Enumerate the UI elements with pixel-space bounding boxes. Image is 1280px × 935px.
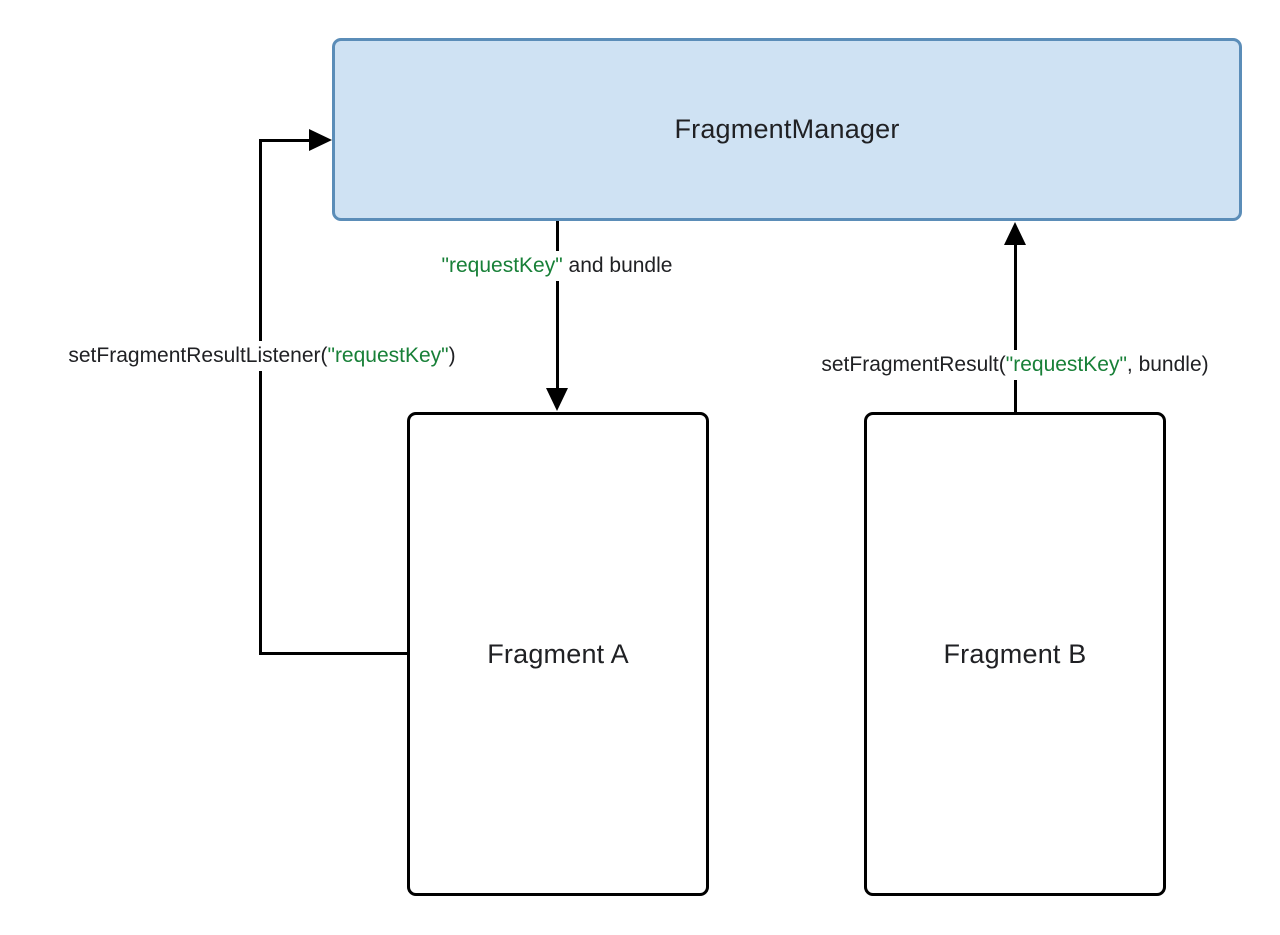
fragment-b-label: Fragment B (943, 638, 1087, 669)
connector-fragment-a-to-manager-bottom-segment (259, 652, 409, 655)
node-fragment-manager: FragmentManager (332, 38, 1242, 221)
deliver-rest-text: and bundle (562, 254, 673, 277)
node-fragment-b: Fragment B (864, 412, 1166, 896)
node-fragment-a: Fragment A (407, 412, 709, 896)
connector-fragment-a-to-manager-vertical-segment (259, 139, 262, 655)
listener-call-suffix: ) (448, 344, 456, 367)
deliver-request-key: "requestKey" (441, 254, 563, 277)
fragment-manager-label: FragmentManager (674, 114, 900, 144)
edge-label-set-fragment-result-listener: setFragmentResultListener("requestKey") (62, 341, 462, 371)
listener-call-prefix: setFragmentResultListener( (68, 344, 328, 367)
arrowhead-up-into-fragment-manager-icon (1004, 222, 1026, 245)
set-result-call-suffix: , bundle) (1126, 353, 1209, 376)
connector-fragment-b-to-manager (1014, 243, 1017, 413)
arrowhead-into-fragment-a-icon (546, 388, 568, 411)
fragment-a-label: Fragment A (487, 638, 629, 669)
listener-request-key: "requestKey" (327, 344, 449, 367)
set-result-call-prefix: setFragmentResult( (821, 353, 1006, 376)
arrowhead-into-fragment-manager-icon (309, 129, 332, 151)
connector-fragment-a-to-manager-top-segment (259, 139, 312, 142)
set-result-request-key: "requestKey" (1005, 353, 1127, 376)
connector-manager-to-fragment-a (556, 220, 559, 390)
edge-label-request-key-and-bundle: "requestKey" and bundle (435, 251, 679, 281)
edge-label-set-fragment-result: setFragmentResult("requestKey", bundle) (815, 350, 1215, 380)
